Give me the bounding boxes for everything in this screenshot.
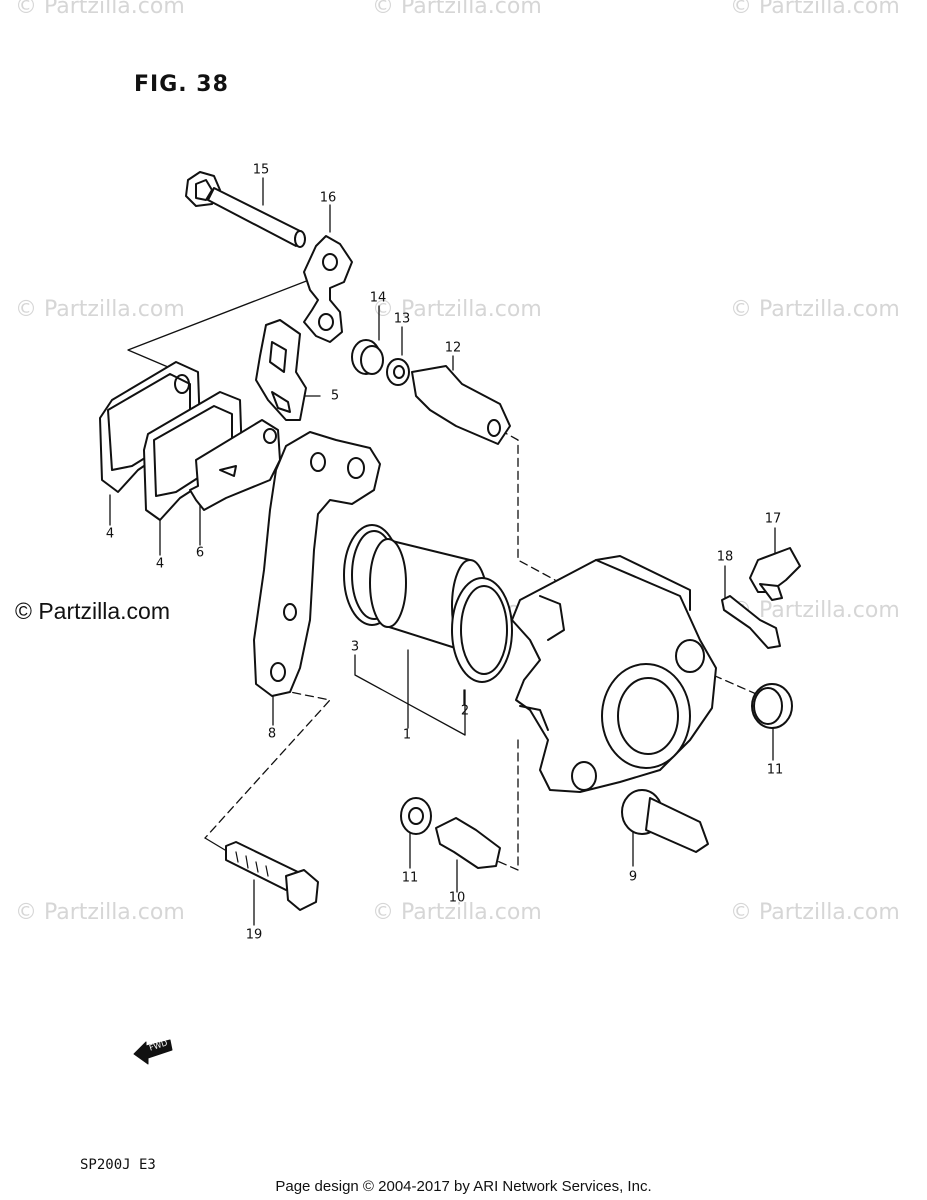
watermark: © Partzilla.com	[15, 297, 185, 322]
cap-18	[721, 595, 781, 649]
callout-17: 17	[764, 511, 782, 527]
pin-12	[411, 365, 511, 445]
watermark: © Partzilla.com	[730, 0, 900, 19]
callout-7: 8	[267, 726, 277, 742]
shim-6	[189, 419, 281, 511]
leader-lines	[109, 177, 776, 926]
callout-9: 10	[448, 890, 466, 906]
model-code: SP200J E3	[80, 1157, 156, 1173]
cap-11	[751, 683, 793, 729]
watermark: © Partzilla.com	[730, 297, 900, 322]
callout-4a: 4	[105, 526, 115, 542]
callout-12: 12	[444, 340, 462, 356]
page-footer: Page design © 2004-2017 by ARI Network S…	[275, 1178, 652, 1195]
watermark: © Partzilla.com	[15, 900, 185, 925]
watermark: © Partzilla.com	[730, 900, 900, 925]
figure-title: FIG. 38	[134, 72, 229, 97]
bolt-15	[185, 171, 306, 248]
watermark: © Partzilla.com	[372, 900, 542, 925]
clip-16	[303, 235, 353, 343]
washer-10	[400, 797, 432, 835]
callout-6: 6	[195, 545, 205, 561]
bleeder-valve-17	[749, 547, 801, 601]
callout-14: 14	[369, 290, 387, 306]
pin-bolt-8	[621, 789, 709, 853]
bolt-9	[435, 817, 501, 869]
watermark: © Partzilla.com	[15, 0, 185, 19]
callout-19: 19	[245, 927, 263, 943]
caliper-bracket-7	[253, 431, 381, 697]
callout-18: 18	[716, 549, 734, 565]
fwd-arrow-icon	[133, 1039, 173, 1065]
callout-11: 11	[766, 762, 784, 778]
washer-13	[386, 358, 410, 386]
watermark: © Partzilla.com	[372, 297, 542, 322]
spring-5	[255, 319, 307, 421]
partzilla-watermark: © Partzilla.com	[15, 598, 170, 624]
callout-10: 11	[401, 870, 419, 886]
caliper-body	[511, 555, 717, 793]
callout-2: 2	[460, 703, 470, 719]
boot-14	[351, 339, 384, 375]
bolt-19	[225, 841, 319, 911]
callout-4b: 4	[155, 556, 165, 572]
callout-15: 15	[252, 162, 270, 178]
callout-3: 3	[350, 639, 360, 655]
dust-seal-2	[451, 577, 513, 683]
callout-16: 16	[319, 190, 337, 206]
watermark: © Partzilla.com	[372, 0, 542, 19]
callout-8: 9	[628, 869, 638, 885]
callout-13: 13	[393, 311, 411, 327]
callout-5: 5	[330, 388, 340, 404]
callout-1: 1	[402, 727, 412, 743]
